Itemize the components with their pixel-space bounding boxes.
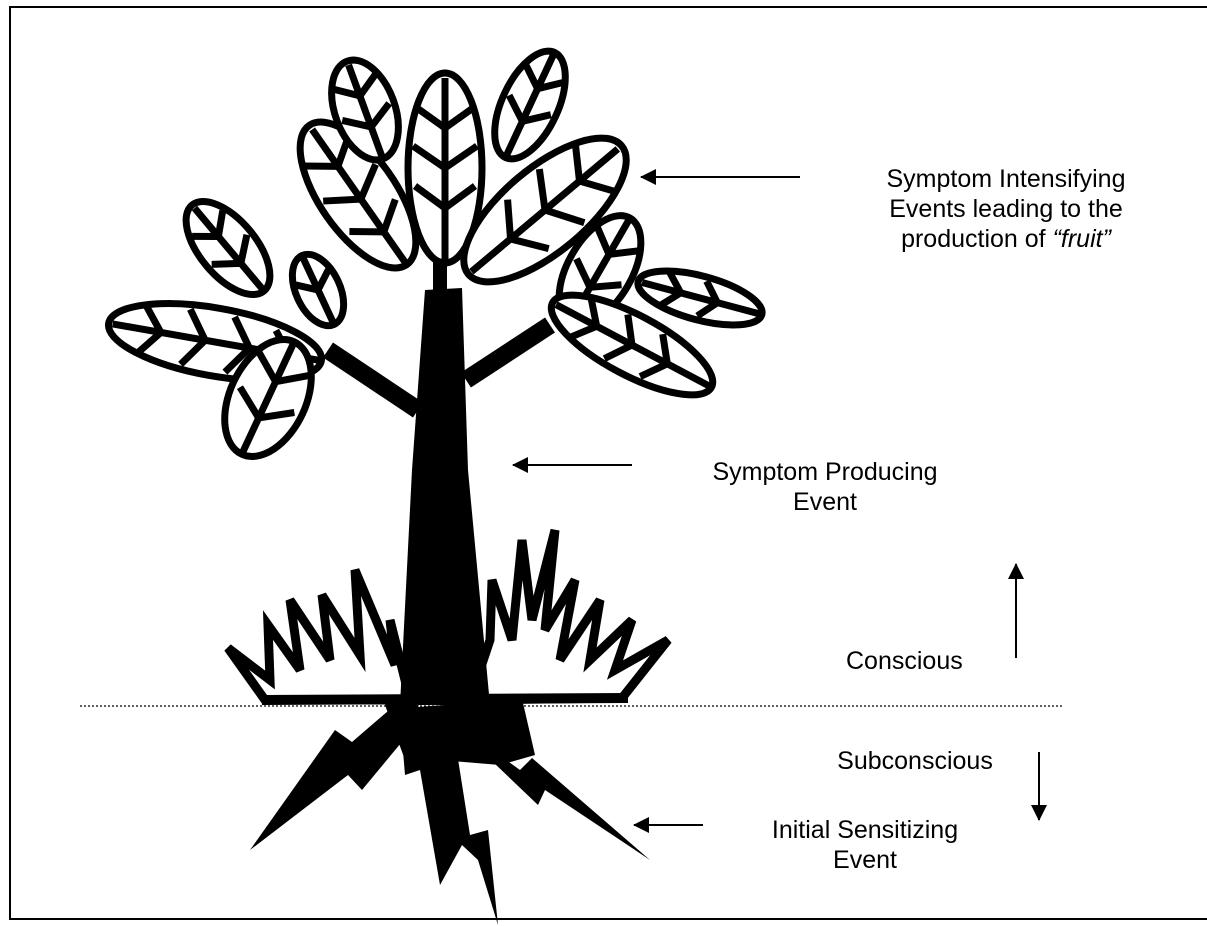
leaf xyxy=(171,187,286,309)
roots xyxy=(250,690,650,925)
initial-sensitizing-label: Initial Sensitizing Event xyxy=(720,815,1010,875)
conscious-label: Conscious xyxy=(830,646,1010,671)
left-branch xyxy=(328,350,418,410)
leaf xyxy=(282,246,354,333)
tree-trunk xyxy=(400,288,490,705)
symptom-intensifying-label: Symptom Intensifying Events leading to t… xyxy=(836,164,1176,254)
symptom-producing-label: Symptom Producing Event xyxy=(665,457,985,517)
right-branch xyxy=(466,325,550,380)
subconscious-label: Subconscious xyxy=(810,746,1020,776)
